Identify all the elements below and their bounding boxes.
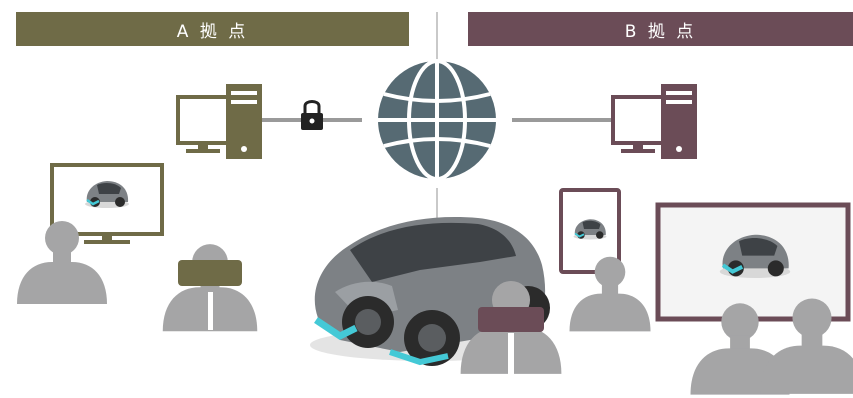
vr-headset-icon-a	[178, 260, 242, 286]
monitor-icon-a	[50, 163, 164, 244]
site-b-label: B 拠 点	[624, 21, 697, 42]
vr-headset-icon-b	[478, 307, 544, 332]
site-a-header: A 拠 点	[16, 12, 409, 46]
server-icon-a	[176, 84, 262, 159]
globe-icon	[378, 59, 496, 181]
tablet-icon-b	[559, 188, 621, 274]
person-icon-b4	[460, 280, 562, 378]
server-icon-b	[611, 84, 697, 159]
site-b-header: B 拠 点	[468, 12, 853, 46]
person-icon-a2	[162, 244, 258, 332]
lock-icon	[301, 100, 323, 130]
site-a-label: A 拠 点	[176, 21, 249, 42]
